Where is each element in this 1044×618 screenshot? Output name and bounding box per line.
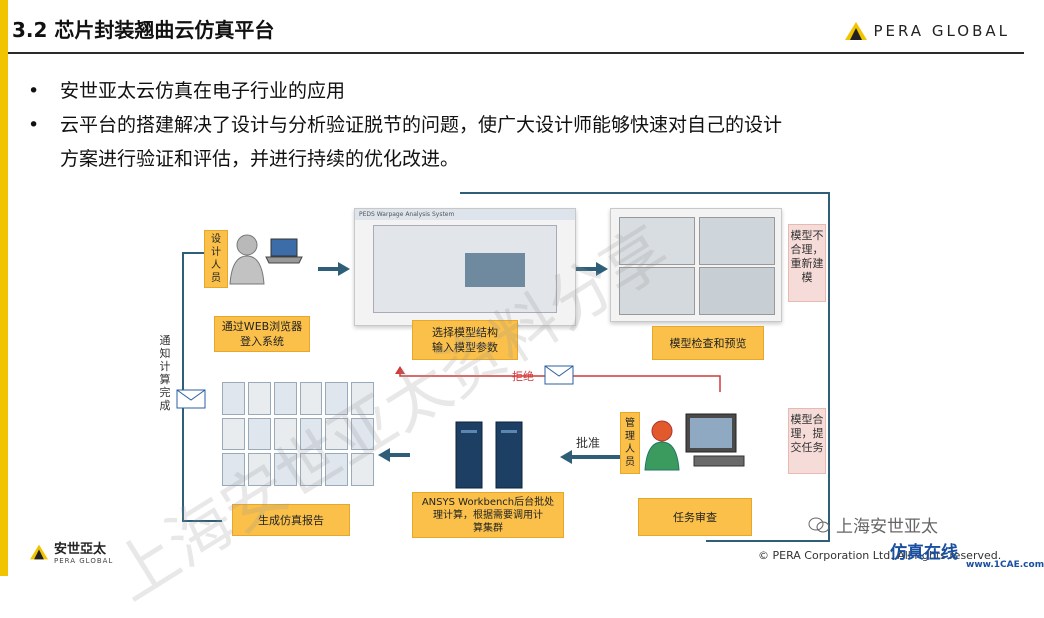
bullet-list: • 安世亚太云仿真在电子行业的应用 • 云平台的搭建解决了设计与分析验证脱节的问…: [28, 74, 988, 176]
report-thumbnails: [222, 382, 374, 486]
step-ansys-batch: ANSYS Workbench后台批处 理计算，根据需要调用计 算集群: [412, 492, 564, 538]
server-cluster-icon: [455, 421, 523, 489]
screen-model-input: PEDS Warpage Analysis System: [354, 208, 576, 326]
bullet-text: 云平台的搭建解决了设计与分析验证脱节的问题，使广大设计师能够快速对自己的设计: [60, 114, 783, 136]
loop-left-line: [182, 252, 184, 522]
slide-title: 3.2 芯片封装翘曲云仿真平台: [12, 18, 275, 42]
footer-logo-en: PERA GLOBAL: [54, 557, 114, 565]
message-envelope-icon: [544, 365, 574, 385]
loop-right-bottom-line: [706, 540, 830, 542]
step-login: 通过WEB浏览器登入系统: [214, 316, 310, 352]
wechat-icon: [808, 517, 830, 532]
footer-logo-cn: 安世亞太: [54, 542, 107, 557]
screen-model-preview: [610, 208, 782, 322]
step-select-model: 选择模型结构 输入模型参数: [412, 320, 518, 360]
copyright-text: © PERA Corporation Ltd. All rights reser…: [758, 549, 1002, 562]
designer-person-icon: [229, 234, 265, 285]
arrow-right-icon: [318, 262, 350, 276]
notify-label: 通知计算完成: [159, 334, 171, 412]
site-url: www.1CAE.com: [966, 560, 1044, 570]
workflow-diagram: 设计人员 通过WEB浏览器登入系统 PEDS Warpage Analysis …: [159, 186, 850, 542]
bullet-item-continued: 方案进行验证和评估，并进行持续的优化改进。: [28, 142, 988, 176]
loop-top-left-line: [182, 252, 204, 254]
wechat-account: 上海安世亚太: [808, 512, 938, 537]
brand-logo: PERA GLOBAL: [845, 22, 1010, 40]
header-divider: [8, 52, 1024, 54]
reject-label: 拒绝: [512, 370, 534, 383]
bullet-text: 安世亚太云仿真在电子行业的应用: [60, 80, 346, 102]
laptop-icon: [265, 238, 303, 264]
bullet-item: • 云平台的搭建解决了设计与分析验证脱节的问题，使广大设计师能够快速对自己的设计: [28, 108, 988, 142]
step-model-check: 模型检查和预览: [652, 326, 764, 360]
message-envelope-icon: [176, 389, 206, 409]
loop-top-line: [460, 192, 830, 194]
approve-label: 批准: [576, 436, 601, 450]
arrow-right-icon: [576, 262, 608, 276]
arrow-left-icon: [378, 448, 410, 462]
bullet-text: 方案进行验证和评估，并进行持续的优化改进。: [60, 148, 460, 170]
step-generate-report: 生成仿真报告: [232, 504, 350, 536]
pera-triangle-icon: [845, 22, 868, 40]
loop-right-line: [828, 192, 830, 542]
manager-label: 管理人员: [620, 412, 640, 474]
workstation-icon: [685, 413, 745, 467]
pera-triangle-icon: [30, 544, 48, 559]
site-brand: 仿真在线: [890, 543, 958, 563]
loop-bottom-line: [182, 520, 222, 522]
step-task-review: 任务审查: [638, 498, 752, 536]
bullet-item: • 安世亚太云仿真在电子行业的应用: [28, 74, 988, 108]
screen-title: PEDS Warpage Analysis System: [355, 209, 575, 220]
footer-logo: 安世亞太 PERA GLOBAL: [30, 538, 113, 565]
model-valid-note: 模型合理，提交任务: [788, 408, 826, 474]
designer-label: 设计人员: [204, 230, 228, 288]
model-invalid-note: 模型不合理，重新建模: [788, 224, 826, 302]
slide-header: 3.2 芯片封装翘曲云仿真平台 PERA GLOBAL: [0, 0, 1024, 576]
arrow-left-icon: [560, 450, 620, 464]
accent-bar: [0, 0, 8, 576]
brand-name: PERA GLOBAL: [873, 22, 1010, 40]
manager-person-icon: [644, 420, 680, 471]
